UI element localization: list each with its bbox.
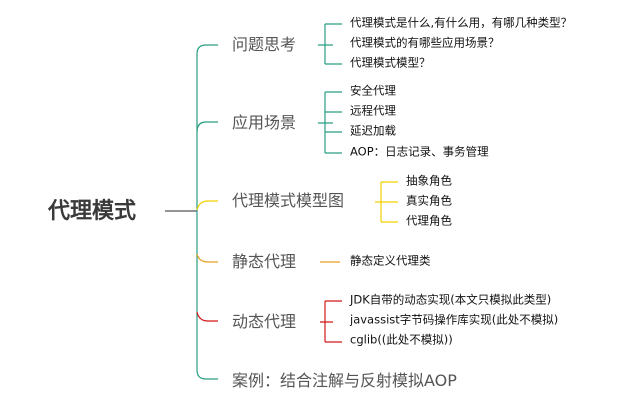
leaf-node: 代理模式模型？ (350, 55, 431, 70)
branch-node: 静态代理 (232, 252, 297, 271)
root-node: 代理模式 (48, 199, 137, 224)
trunk-connector (196, 44, 218, 380)
leaf-node: 静态定义代理类 (350, 253, 431, 268)
leaf-node: 代理角色 (406, 213, 452, 228)
leaf-node: 安全代理 (350, 83, 396, 98)
leaf-node: cglib((此处不模拟)) (350, 332, 453, 347)
branch-node: 问题思考 (232, 35, 297, 54)
branch-connector-5 (196, 311, 218, 322)
bracket-5 (320, 300, 342, 343)
leaf-node: JDK自带的动态实现(本文只模拟此类型) (350, 292, 552, 307)
leaf-node: 抽象角色 (406, 173, 452, 188)
branch-node: 案例：结合注解与反射模拟AOP (232, 371, 457, 390)
bracket-2 (318, 91, 342, 154)
bracket-3 (375, 181, 398, 223)
leaf-node: 真实角色 (406, 193, 452, 208)
branch-node: 代理模式模型图 (232, 191, 345, 210)
bracket-1 (318, 23, 342, 65)
leaf-node: AOP：日志记录、事务管理 (350, 144, 489, 159)
branch-node: 动态代理 (232, 312, 297, 331)
leaf-node: javassist字节码操作库实现(此处不模拟) (350, 312, 559, 327)
leaf-node: 延迟加载 (350, 123, 396, 138)
leaf-node: 代理模式的有哪些应用场景？ (350, 35, 500, 50)
leaf-node: 代理模式是什么,有什么用，有哪几种类型？ (350, 15, 573, 30)
branch-node: 应用场景 (232, 113, 297, 132)
branch-connector-2 (196, 121, 218, 133)
branch-connector-3 (196, 200, 218, 211)
branch-connector-4 (196, 253, 218, 263)
leaf-node: 远程代理 (350, 103, 396, 118)
